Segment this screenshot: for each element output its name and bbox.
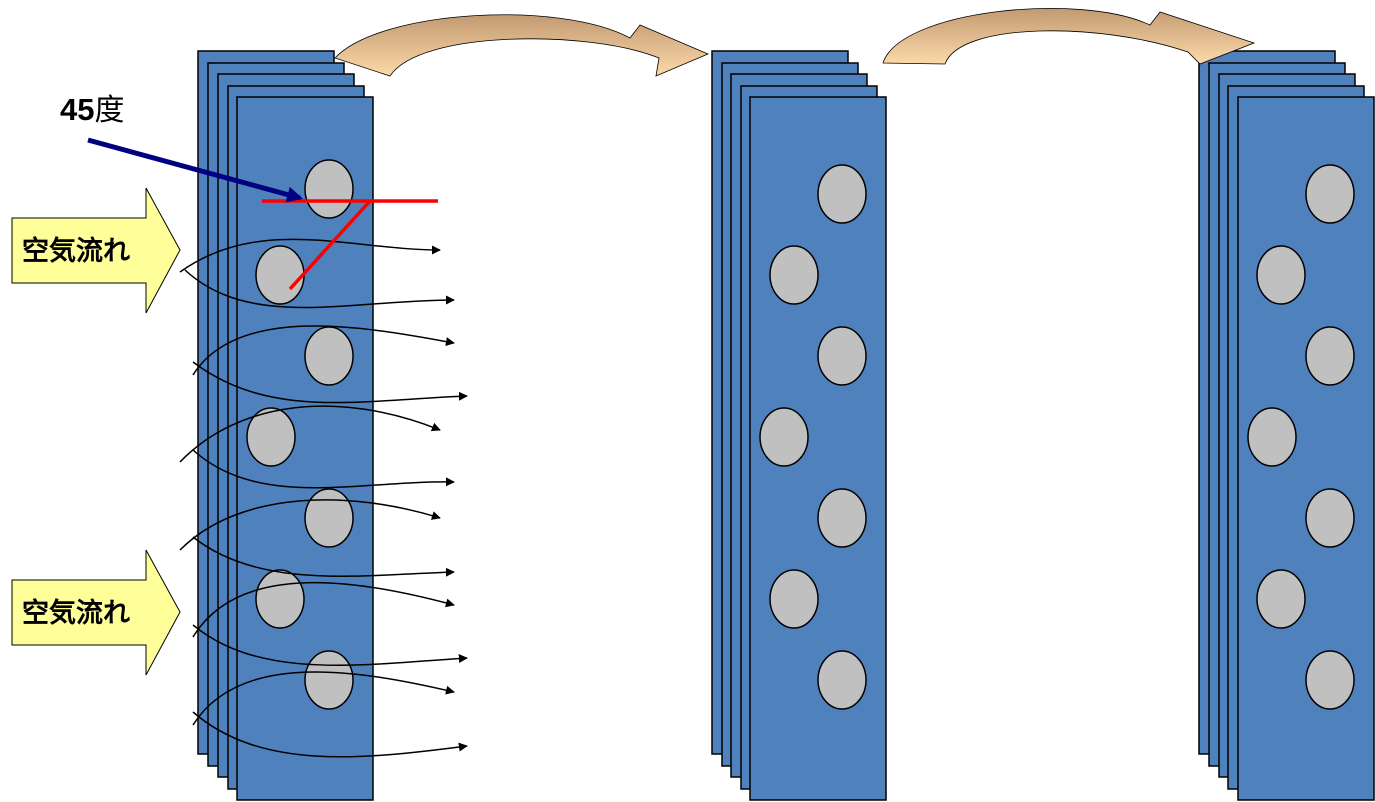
streamline bbox=[184, 269, 455, 309]
tube bbox=[246, 407, 296, 467]
streamline bbox=[192, 361, 468, 404]
tube bbox=[817, 650, 867, 710]
block-arrow-icon bbox=[11, 187, 181, 314]
airflow-arrow-1: 空気流れ bbox=[11, 187, 181, 314]
tube bbox=[1256, 569, 1306, 629]
tube bbox=[817, 326, 867, 386]
streamline bbox=[192, 711, 468, 758]
airflow-label: 空気流れ bbox=[22, 235, 130, 267]
tube bbox=[817, 488, 867, 548]
block-arrow-icon bbox=[11, 549, 181, 676]
angle-unit: 度 bbox=[94, 93, 124, 128]
pointer-arrow-icon bbox=[87, 137, 304, 203]
tube bbox=[759, 407, 809, 467]
tube bbox=[255, 245, 305, 305]
airflow-label: 空気流れ bbox=[22, 597, 130, 629]
streamline bbox=[179, 238, 441, 273]
angle-label: 45度 bbox=[60, 92, 124, 128]
streamline bbox=[192, 581, 455, 638]
streamline bbox=[192, 536, 455, 577]
tube bbox=[769, 245, 819, 305]
tube bbox=[1305, 650, 1355, 710]
streamline bbox=[179, 499, 441, 551]
fin-stack-1 bbox=[197, 50, 374, 801]
tube bbox=[1305, 164, 1355, 224]
airflow-arrow-2: 空気流れ bbox=[11, 549, 181, 676]
streamline bbox=[179, 405, 441, 463]
tube bbox=[304, 488, 354, 548]
tube bbox=[304, 650, 354, 710]
tube bbox=[1305, 326, 1355, 386]
tube bbox=[817, 164, 867, 224]
tube bbox=[255, 569, 305, 629]
streamline bbox=[192, 449, 455, 489]
fin-stack-3 bbox=[1198, 50, 1375, 801]
streamline bbox=[192, 624, 468, 666]
airflow-streamlines bbox=[179, 238, 468, 758]
tube bbox=[304, 326, 354, 386]
streamline bbox=[192, 671, 455, 726]
tube bbox=[1256, 245, 1306, 305]
diagonal-line bbox=[288, 199, 372, 291]
tube bbox=[304, 159, 354, 219]
tube bbox=[1305, 488, 1355, 548]
curved-arrow-icon bbox=[882, 8, 1256, 65]
angle-number: 45 bbox=[60, 92, 94, 127]
curved-arrow-icon bbox=[334, 14, 710, 77]
streamline bbox=[192, 325, 455, 376]
tube bbox=[769, 569, 819, 629]
fin-stack-2 bbox=[711, 50, 887, 801]
tube bbox=[1247, 407, 1297, 467]
